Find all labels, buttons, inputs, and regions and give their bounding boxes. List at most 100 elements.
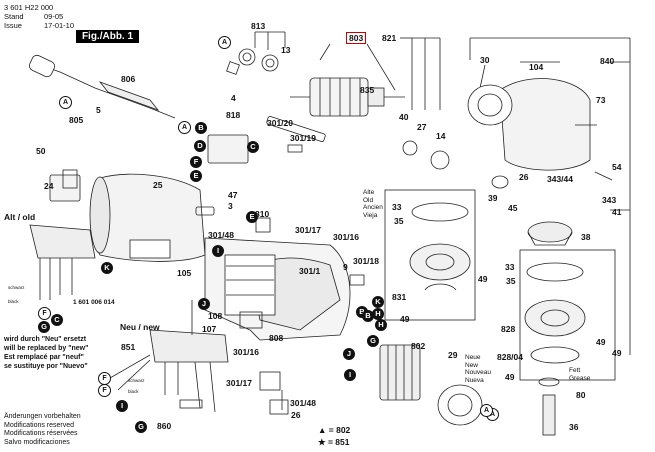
callout-c-mid: C bbox=[247, 141, 259, 153]
callout-k-right: K bbox=[372, 296, 384, 308]
callout-j-top: J bbox=[198, 298, 210, 310]
part-3: 3 bbox=[228, 201, 233, 211]
callout-e-bot: E bbox=[246, 211, 258, 223]
part-39: 39 bbox=[488, 193, 498, 203]
callout-c-left: C bbox=[51, 314, 63, 326]
callout-a-top: A bbox=[218, 36, 231, 49]
part-301-1: 301/1 bbox=[299, 266, 321, 276]
part-808: 808 bbox=[269, 333, 284, 343]
part-36: 36 bbox=[569, 422, 579, 432]
issue-date: 17-01-10 bbox=[44, 21, 75, 30]
callout-g-new: G bbox=[135, 421, 147, 433]
part-301-16-lower: 301/16 bbox=[233, 347, 259, 357]
old-gearhead-label: Alte Old Ancien Vieja bbox=[363, 189, 383, 219]
wire-label-1: schwarz bbox=[8, 285, 25, 290]
part-35-old: 35 bbox=[394, 216, 404, 226]
part-45: 45 bbox=[508, 203, 518, 213]
callout-d: D bbox=[194, 140, 206, 152]
part-35-new: 35 bbox=[506, 276, 516, 286]
replacement-note: wird durch "Neu" ersetzt will be replace… bbox=[4, 336, 89, 370]
part-301-48-upper: 301/48 bbox=[208, 230, 234, 240]
part-73: 73 bbox=[596, 95, 606, 105]
part-107: 107 bbox=[202, 324, 217, 334]
callout-j-mid: J bbox=[343, 348, 355, 360]
part-301-20: 301/20 bbox=[267, 118, 293, 128]
stand-date: 09-05 bbox=[44, 12, 64, 21]
part-26-lower: 26 bbox=[291, 410, 301, 420]
new-variant-title: Neu / new bbox=[120, 322, 160, 332]
part-5: 5 bbox=[96, 105, 101, 115]
callout-h-left: H bbox=[372, 308, 384, 320]
wire-label-3: schwarz bbox=[128, 378, 145, 383]
part-27: 27 bbox=[417, 122, 427, 132]
part-4: 4 bbox=[231, 93, 236, 103]
callout-h: H bbox=[375, 319, 387, 331]
part-49-old-lower: 49 bbox=[400, 314, 410, 324]
wire-label-2: black bbox=[8, 299, 19, 304]
callout-k: K bbox=[101, 262, 113, 274]
old-variant-title: Alt / old bbox=[4, 212, 36, 222]
part-80: 80 bbox=[576, 390, 586, 400]
doc-number: 3 601 H22 000 bbox=[4, 3, 54, 12]
part-301-17-lower: 301/17 bbox=[226, 378, 252, 388]
part-301-19: 301/19 bbox=[290, 133, 316, 143]
part-49-new-right: 49 bbox=[612, 348, 622, 358]
part-40: 40 bbox=[399, 112, 409, 122]
callout-f-top: F bbox=[190, 156, 202, 168]
callout-i-mid: I bbox=[344, 369, 356, 381]
part-41: 41 bbox=[612, 207, 622, 217]
callout-i-top: I bbox=[212, 245, 224, 257]
part-860: 860 bbox=[157, 421, 172, 431]
part-802: 802 bbox=[411, 341, 426, 351]
callout-e: E bbox=[190, 170, 202, 182]
part-33-new: 33 bbox=[505, 262, 515, 272]
part-828: 828 bbox=[501, 324, 516, 334]
part-301-18: 301/18 bbox=[353, 256, 379, 266]
part-25: 25 bbox=[153, 180, 163, 190]
part-301-17-upper: 301/17 bbox=[295, 225, 321, 235]
callout-a-left: A bbox=[178, 121, 191, 134]
part-30: 30 bbox=[480, 55, 490, 65]
part-24: 24 bbox=[44, 181, 54, 191]
part-810: 810 bbox=[255, 209, 270, 219]
legend-star: ★ = 851 bbox=[318, 437, 350, 447]
part-49-new: 49 bbox=[596, 337, 606, 347]
callout-b-top: B bbox=[195, 122, 207, 134]
part-9: 9 bbox=[343, 262, 348, 272]
part-301-16-upper: 301/16 bbox=[333, 232, 359, 242]
part-14: 14 bbox=[436, 131, 446, 141]
part-343: 343 bbox=[602, 195, 617, 205]
part-50: 50 bbox=[36, 146, 46, 156]
part-828-04: 828/04 bbox=[497, 352, 523, 362]
part-343-44: 343/44 bbox=[547, 174, 573, 184]
figure-label: Fig./Abb. 1 bbox=[76, 30, 139, 43]
callout-f-left: F bbox=[38, 307, 51, 320]
old-part-number: 1 601 006 014 bbox=[73, 299, 115, 306]
part-821: 821 bbox=[382, 33, 397, 43]
part-805: 805 bbox=[69, 115, 84, 125]
callout-g-mid: G bbox=[367, 335, 379, 347]
part-301-48-lower: 301/48 bbox=[290, 398, 316, 408]
part-813: 813 bbox=[251, 21, 266, 31]
callout-a-mid: A bbox=[480, 404, 493, 417]
new-gearhead-label: Neue New Nouveau Nueva bbox=[465, 354, 492, 384]
part-47: 47 bbox=[228, 190, 238, 200]
part-108: 108 bbox=[208, 311, 223, 321]
part-26: 26 bbox=[519, 172, 529, 182]
part-38: 38 bbox=[581, 232, 591, 242]
part-835: 835 bbox=[360, 85, 375, 95]
modifications-note: Änderungen vorbehalten Modifications res… bbox=[4, 413, 81, 446]
issue-label: Issue bbox=[4, 21, 22, 30]
part-13: 13 bbox=[281, 45, 291, 55]
callout-b-right: B bbox=[362, 310, 374, 322]
callout-g-left: G bbox=[38, 321, 50, 333]
stand-label: Stand bbox=[4, 12, 24, 21]
part-104: 104 bbox=[529, 62, 544, 72]
part-818: 818 bbox=[226, 110, 241, 120]
part-840: 840 bbox=[600, 56, 615, 66]
legend-triangle: ▲ = 802 bbox=[318, 425, 351, 435]
part-33-old: 33 bbox=[392, 202, 402, 212]
part-49-old: 49 bbox=[478, 274, 488, 284]
part-851: 851 bbox=[121, 342, 136, 352]
